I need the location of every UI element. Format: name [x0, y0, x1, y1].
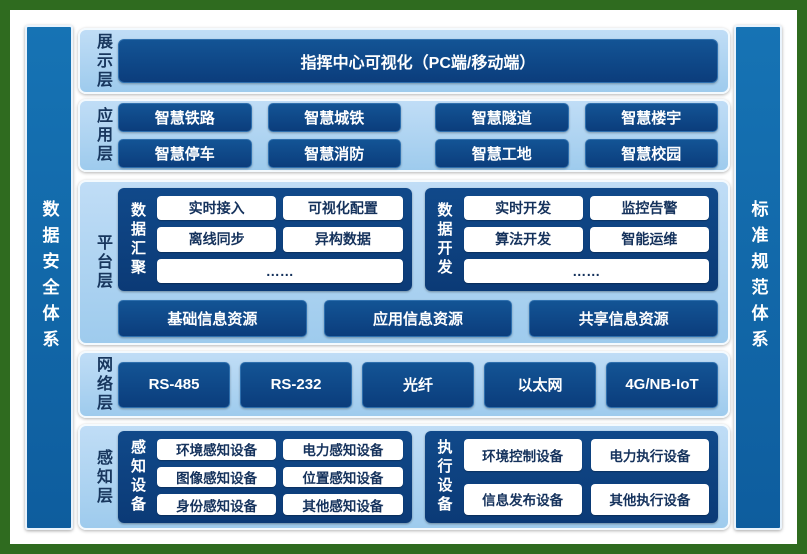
execution-box-info-publish: 信息发布设备 [463, 483, 582, 515]
network-box-rs232: RS-232 [240, 361, 352, 408]
sensing-box-environment: 环境感知设备 [157, 439, 277, 460]
standards-bar-label: 标准规范体系 [748, 199, 768, 356]
resource-box-app-info: 应用信息资源 [323, 300, 513, 337]
execution-box-env-control: 环境控制设备 [463, 439, 582, 471]
data-development-group: 数据开发 实时开发 监控告警 算法开发 智能运维 …… [424, 188, 718, 291]
platform-box-realtime-access: 实时接入 [157, 196, 277, 221]
sensing-box-image: 图像感知设备 [157, 466, 277, 488]
app-box-smart-fire: 智慧消防 [267, 139, 401, 168]
execution-box-power-exec: 电力执行设备 [590, 439, 709, 471]
presentation-layer-label: 展示层 [94, 32, 111, 90]
network-box-rs485: RS-485 [118, 361, 230, 408]
data-aggregation-group: 数据汇聚 实时接入 可视化配置 离线同步 异构数据 …… [118, 188, 412, 291]
network-box-fiber: 光纤 [362, 361, 474, 408]
command-center-box: 指挥中心可视化（PC端/移动端） [118, 39, 718, 83]
application-layer-label: 应用层 [94, 107, 111, 164]
execution-devices-group: 执行设备 环境控制设备 电力执行设备 信息发布设备 其他执行设备 [424, 431, 718, 523]
app-box-smart-parking: 智慧停车 [118, 139, 252, 168]
platform-box-visual-config: 可视化配置 [283, 196, 403, 221]
sensing-devices-label: 感知设备 [129, 439, 146, 515]
platform-box-offline-sync: 离线同步 [157, 227, 277, 252]
resource-box-shared-info: 共享信息资源 [529, 300, 719, 337]
data-development-label: 数据开发 [435, 201, 453, 278]
app-box-smart-building: 智慧楼宇 [584, 103, 718, 132]
sensing-box-identity: 身份感知设备 [157, 494, 277, 515]
app-box-smart-railway: 智慧铁路 [118, 103, 252, 132]
network-box-4g-nbiot: 4G/NB-IoT [606, 361, 718, 408]
resource-box-basic-info: 基础信息资源 [118, 300, 307, 337]
app-box-smart-site: 智慧工地 [435, 139, 569, 168]
standards-bar: 标准规范体系 [734, 25, 782, 530]
perception-layer-panel: 感知层 感知设备 环境感知设备 电力感知设备 图像感知设备 位置感知设备 身份感… [78, 424, 730, 530]
sensing-devices-group: 感知设备 环境感知设备 电力感知设备 图像感知设备 位置感知设备 身份感知设备 … [118, 431, 412, 523]
network-layer-panel: 网络层 RS-485 RS-232 光纤 以太网 4G/NB-IoT [78, 351, 730, 418]
platform-box-heterogeneous-data: 异构数据 [283, 227, 403, 252]
platform-layer-panel: 平台层 数据汇聚 实时接入 可视化配置 离线同步 异构数据 …… 数据开发 [78, 180, 730, 345]
network-layer-label: 网络层 [94, 356, 111, 413]
platform-box-more-left: …… [157, 258, 403, 283]
app-box-smart-campus: 智慧校园 [584, 139, 718, 168]
data-aggregation-label: 数据汇聚 [129, 201, 146, 278]
network-box-ethernet: 以太网 [484, 361, 596, 408]
platform-box-intelligent-ops: 智能运维 [589, 227, 709, 252]
application-layer-panel: 应用层 智慧铁路 智慧城铁 智慧隧道 智慧楼宇 智慧停车 智慧消防 智慧工地 智… [78, 99, 730, 172]
presentation-layer-panel: 展示层 指挥中心可视化（PC端/移动端） [78, 28, 730, 94]
app-box-smart-tunnel: 智慧隧道 [435, 103, 569, 132]
platform-box-algorithm-dev: 算法开发 [463, 227, 583, 252]
data-security-bar-label: 数据安全体系 [39, 199, 59, 356]
platform-layer-label: 平台层 [94, 234, 111, 291]
execution-box-other-exec: 其他执行设备 [590, 483, 709, 515]
platform-box-more-right: …… [463, 258, 709, 283]
application-row-2: 智慧停车 智慧消防 智慧工地 智慧校园 [118, 139, 718, 168]
platform-box-monitor-alert: 监控告警 [589, 196, 709, 221]
execution-devices-label: 执行设备 [435, 439, 453, 515]
application-row-1: 智慧铁路 智慧城铁 智慧隧道 智慧楼宇 [118, 103, 718, 132]
app-box-smart-metro: 智慧城铁 [267, 103, 401, 132]
sensing-box-location: 位置感知设备 [283, 466, 403, 488]
platform-box-realtime-dev: 实时开发 [463, 196, 583, 221]
data-security-bar: 数据安全体系 [25, 25, 73, 530]
sensing-box-power: 电力感知设备 [283, 439, 403, 460]
sensing-box-other: 其他感知设备 [283, 494, 403, 515]
perception-layer-label: 感知层 [94, 448, 111, 506]
